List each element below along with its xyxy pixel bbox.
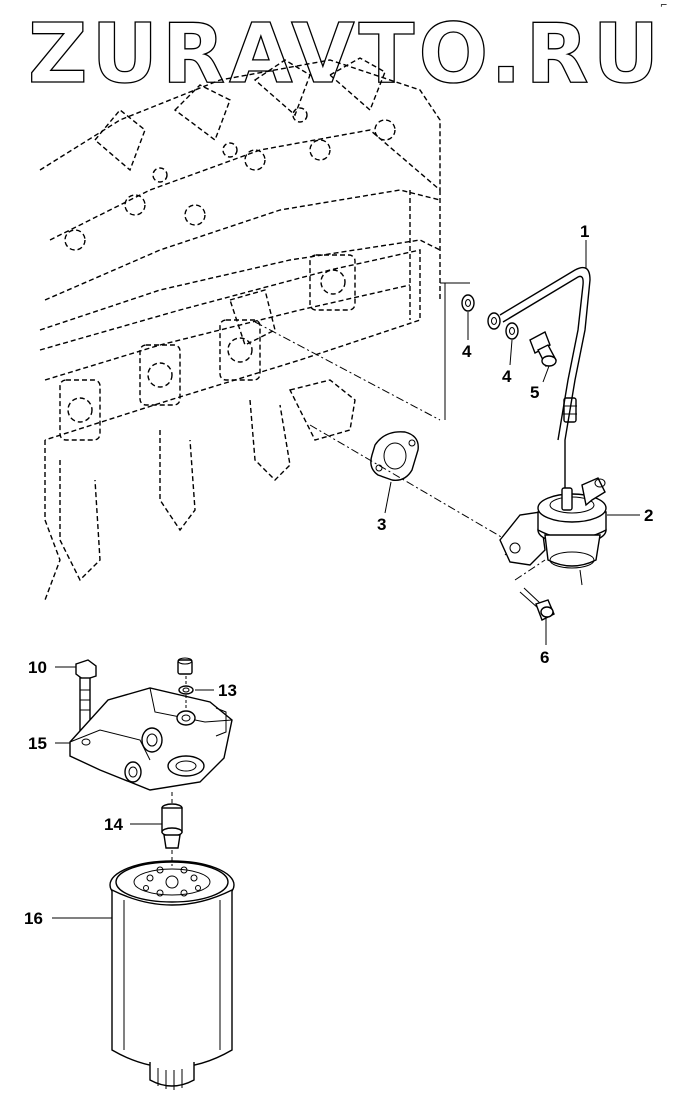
callout-4b: 4 [502, 367, 512, 386]
part-3-gasket [370, 431, 419, 481]
engine-block-outline [39, 57, 441, 601]
callout-2: 2 [644, 506, 653, 525]
part-6-pump-bolt [519, 587, 555, 621]
callout-6: 6 [540, 648, 549, 667]
callout-3: 3 [377, 515, 386, 534]
part-2-fuel-pump [499, 477, 607, 586]
callout-labels: 1 2 3 4 4 5 6 10 13 14 15 16 [24, 222, 653, 928]
part-13-plug-and-seal [177, 657, 194, 695]
callout-15: 15 [28, 734, 47, 753]
leader-lines [52, 240, 640, 919]
mounting-frame-outline [440, 282, 470, 420]
callout-4a: 4 [462, 342, 472, 361]
part-14-adapter-nipple [161, 803, 183, 849]
part-15-filter-head [69, 687, 233, 791]
part-1-fuel-pipe [499, 266, 591, 490]
callout-16: 16 [24, 909, 43, 928]
part-16-filter-cartridge [109, 860, 235, 1090]
callout-5: 5 [530, 383, 539, 402]
corner-mark: ⌐ [660, 1, 668, 11]
callout-1: 1 [580, 222, 589, 241]
part-5-banjo-bolt [529, 331, 557, 367]
callout-13: 13 [218, 681, 237, 700]
callout-10: 10 [28, 658, 47, 677]
part-4-washers [461, 294, 519, 340]
filter-alignment-lines [171, 676, 187, 866]
callout-14: 14 [104, 815, 123, 834]
